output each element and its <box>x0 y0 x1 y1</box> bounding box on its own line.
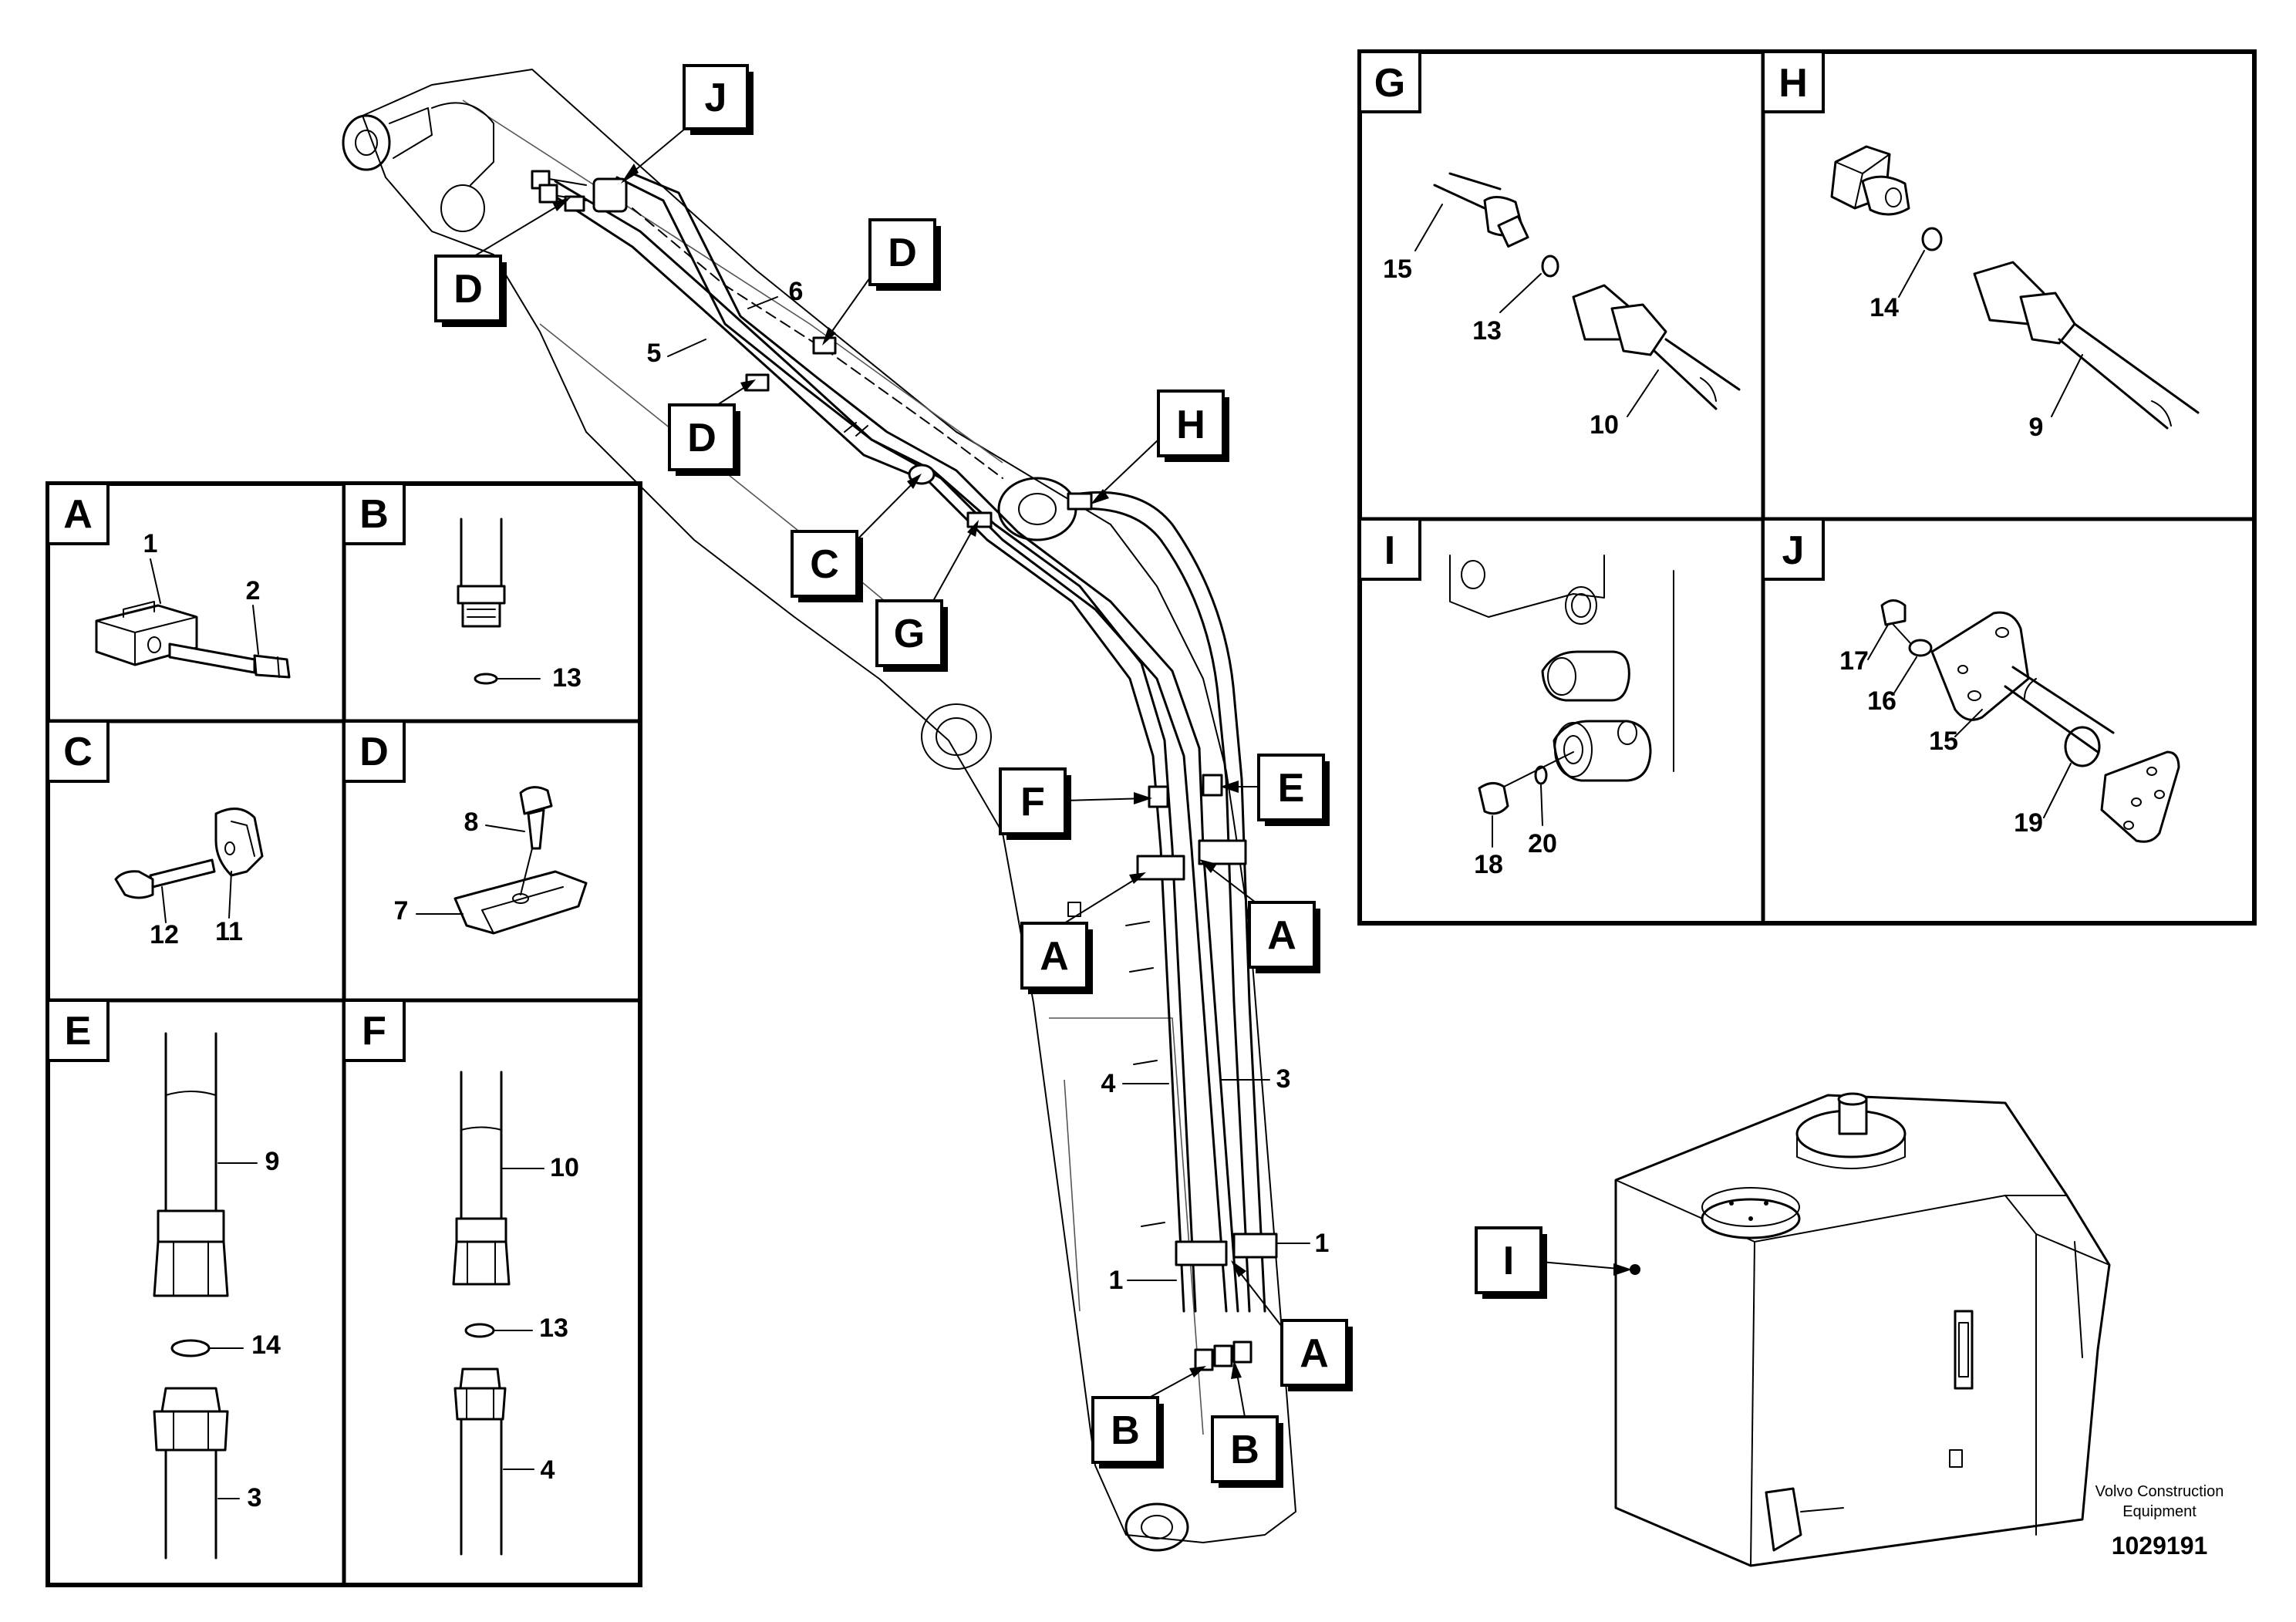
callout-b-2: B <box>1211 1361 1283 1488</box>
left-detail-panel: A 1 2 B 13 C <box>46 481 642 1587</box>
svg-text:F: F <box>1020 780 1045 824</box>
label-a-1: 1 <box>143 529 158 558</box>
right-detail-panel: G 15 13 10 H <box>1357 49 2257 926</box>
detail-d: D 8 7 <box>342 720 588 935</box>
svg-text:A: A <box>1040 934 1069 979</box>
label-h-9: 9 <box>2029 413 2044 442</box>
callout-e: E <box>1220 754 1330 826</box>
boom-callouts: J D D D <box>434 64 1353 1488</box>
label-c-12: 12 <box>150 920 179 949</box>
svg-text:A: A <box>63 492 93 537</box>
label-e-3: 3 <box>248 1483 262 1512</box>
detail-e: E 9 14 3 <box>46 999 281 1560</box>
label-5: 5 <box>647 339 662 368</box>
svg-text:H: H <box>1176 403 1205 447</box>
label-d-7: 7 <box>394 896 409 926</box>
label-6: 6 <box>789 277 804 306</box>
callout-h: H <box>1091 389 1229 504</box>
label-f-10: 10 <box>550 1153 579 1182</box>
company-name-line1: Volvo Construction <box>2095 1483 2224 1500</box>
callout-a-3: A <box>1231 1260 1353 1391</box>
detail-a: A 1 2 <box>46 482 291 679</box>
svg-text:C: C <box>810 542 839 587</box>
detail-h: H 14 9 <box>1762 50 2200 442</box>
svg-text:D: D <box>359 730 389 774</box>
svg-text:E: E <box>1278 766 1305 811</box>
label-j-15: 15 <box>1929 727 1958 756</box>
detail-f: F 10 13 4 <box>342 999 579 1556</box>
company-name-line2: Equipment <box>2122 1503 2197 1520</box>
label-3: 3 <box>1276 1064 1291 1094</box>
label-j-17: 17 <box>1839 646 1869 676</box>
hose-runs <box>531 170 1278 1371</box>
svg-text:B: B <box>1230 1428 1259 1472</box>
callout-i: I <box>1475 1226 1632 1299</box>
callout-a-2: A <box>1199 859 1320 973</box>
callout-d-1: D <box>434 197 571 327</box>
callout-b-1: B <box>1091 1366 1206 1469</box>
callout-d-2: D <box>822 218 941 346</box>
callout-c: C <box>791 474 922 602</box>
detail-c: C 12 11 <box>46 720 264 949</box>
svg-text:G: G <box>894 612 925 656</box>
svg-text:B: B <box>1111 1408 1140 1453</box>
label-g-15: 15 <box>1383 255 1412 284</box>
label-d-8: 8 <box>464 808 479 837</box>
svg-text:J: J <box>1782 528 1805 573</box>
svg-text:G: G <box>1374 61 1405 106</box>
label-i-20: 20 <box>1528 829 1557 858</box>
svg-text:H: H <box>1778 61 1808 106</box>
callout-d-3: D <box>668 379 756 476</box>
svg-text:D: D <box>888 231 917 275</box>
label-b-13: 13 <box>552 663 582 693</box>
svg-text:I: I <box>1503 1239 1514 1283</box>
detail-i: I 18 20 <box>1358 518 1674 879</box>
svg-text:I: I <box>1384 528 1395 573</box>
label-e-14: 14 <box>251 1330 281 1360</box>
label-c-11: 11 <box>215 917 243 946</box>
svg-text:F: F <box>362 1009 386 1054</box>
label-j-16: 16 <box>1867 686 1896 716</box>
label-g-13: 13 <box>1472 316 1502 346</box>
label-f-13: 13 <box>539 1313 568 1343</box>
footer: Volvo Construction Equipment 1029191 <box>2095 1483 2224 1560</box>
callout-g: G <box>875 520 979 672</box>
hydraulic-tank: I <box>1475 1092 2111 1567</box>
svg-text:C: C <box>63 730 93 774</box>
label-e-9: 9 <box>265 1147 280 1176</box>
svg-text:A: A <box>1267 913 1296 958</box>
detail-j: J 17 16 15 19 <box>1762 518 2180 843</box>
label-f-4: 4 <box>541 1455 555 1485</box>
callout-f: F <box>999 767 1152 840</box>
svg-text:E: E <box>65 1009 92 1054</box>
svg-text:D: D <box>687 416 716 460</box>
callout-j: J <box>621 64 754 184</box>
callout-a-1: A <box>1020 872 1146 994</box>
label-i-18: 18 <box>1474 850 1503 879</box>
detail-b: B 13 <box>342 482 582 693</box>
label-a-2: 2 <box>246 576 261 605</box>
svg-text:J: J <box>705 76 727 120</box>
label-1b: 1 <box>1315 1229 1330 1258</box>
label-j-19: 19 <box>2014 808 2043 838</box>
label-g-10: 10 <box>1590 410 1619 440</box>
svg-text:B: B <box>359 492 389 537</box>
label-h-14: 14 <box>1870 293 1899 322</box>
detail-g: G 15 13 10 <box>1358 50 1741 440</box>
label-4: 4 <box>1101 1069 1116 1098</box>
svg-text:A: A <box>1300 1331 1329 1376</box>
label-1a: 1 <box>1109 1266 1124 1295</box>
svg-text:D: D <box>453 267 483 312</box>
document-number: 1029191 <box>2112 1532 2208 1560</box>
